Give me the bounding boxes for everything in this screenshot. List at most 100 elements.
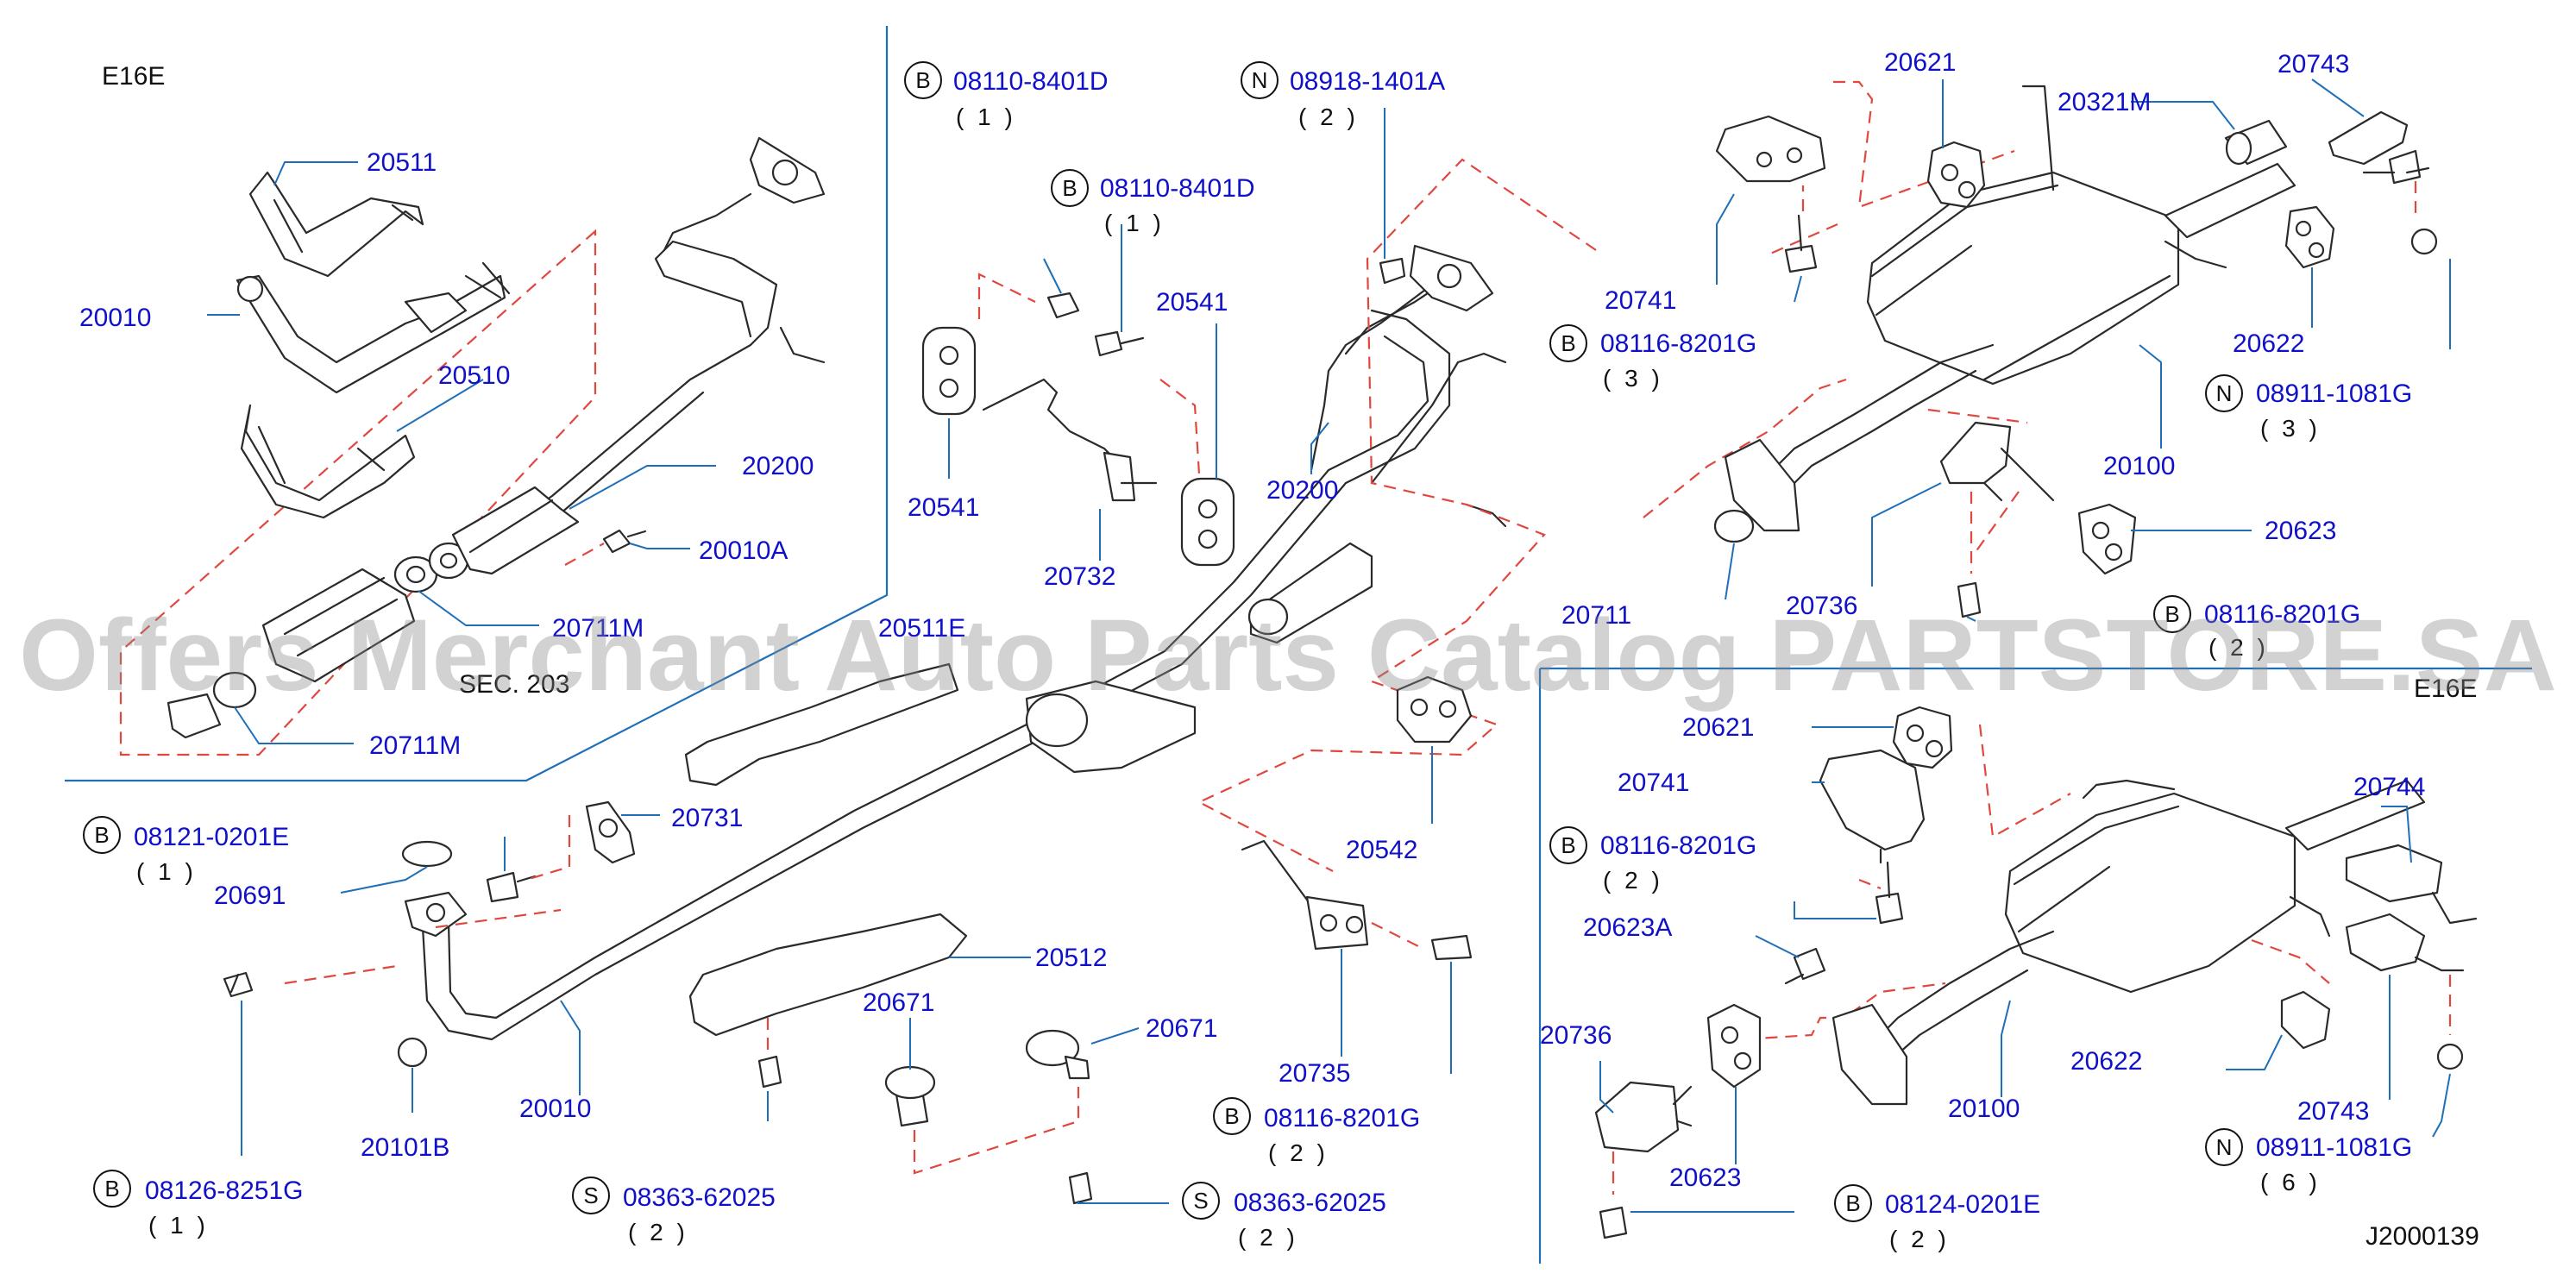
label-20711[interactable]: 20711: [1561, 601, 1631, 630]
engine-code-left: E16E: [102, 62, 165, 91]
label-20200-mid[interactable]: 20200: [1266, 476, 1338, 505]
muffler-20100-top: [1866, 171, 2180, 386]
label-20622-top[interactable]: 20622: [2233, 329, 2304, 358]
label-20100-top[interactable]: 20100: [2103, 452, 2175, 480]
label-20541-b[interactable]: 20541: [908, 493, 979, 522]
fastener-part-number: 08116-8201G: [1600, 831, 1756, 860]
fastener-quantity: ( 1 ): [148, 1212, 209, 1239]
label-20691[interactable]: 20691: [214, 882, 286, 910]
label-20510[interactable]: 20510: [438, 361, 510, 390]
label-20743-top[interactable]: 20743: [2278, 50, 2349, 78]
fastener-callout[interactable]: B 08121-0201E ( 1 ): [83, 816, 289, 885]
fastener-quantity: ( 2 ): [1298, 104, 1359, 130]
hanger-rubber-20541-a: [921, 326, 977, 416]
fastener-letter: N: [2216, 1134, 2233, 1160]
label-20623A[interactable]: 20623A: [1583, 913, 1672, 942]
label-20623-top[interactable]: 20623: [2265, 517, 2336, 545]
label-20621-top[interactable]: 20621: [1884, 48, 1956, 77]
fastener-callouts: B 08110-8401D ( 1 ) B 08110-8401D ( 1 ) …: [83, 61, 2412, 1252]
fastener-callout[interactable]: N 08918-1401A ( 2 ): [1241, 61, 1445, 130]
fastener-callout[interactable]: N 08911-1081G ( 3 ): [2205, 374, 2412, 442]
fastener-letter: N: [2216, 380, 2233, 406]
gasket-20711: [1713, 509, 1755, 543]
heat-shield-20510: [240, 404, 416, 519]
fastener-callout[interactable]: N 08911-1081G ( 6 ): [2205, 1128, 2412, 1195]
bracket-20741-bottom: [1819, 749, 1926, 851]
fastener-callout[interactable]: S 08363-62025 ( 2 ): [572, 1176, 776, 1245]
fastener-letter: B: [1561, 832, 1575, 858]
label-20671-b[interactable]: 20671: [1146, 1014, 1217, 1043]
fastener-letter: B: [1561, 330, 1575, 356]
label-20735[interactable]: 20735: [1279, 1059, 1350, 1088]
fastener-part-number: 08121-0201E: [134, 823, 289, 851]
fastener-quantity: ( 6 ): [2260, 1169, 2321, 1195]
watermark: Offers Merchant Auto Parts Catalog PARTS…: [19, 599, 2557, 712]
label-20511E[interactable]: 20511E: [878, 614, 965, 643]
label-20622-bottom[interactable]: 20622: [2070, 1047, 2142, 1076]
label-20671-a[interactable]: 20671: [863, 988, 934, 1017]
fastener-letter: B: [94, 822, 109, 848]
fastener-quantity: ( 1 ): [956, 104, 1016, 130]
fastener-letter: B: [2164, 601, 2179, 627]
label-20010-bottom[interactable]: 20010: [519, 1095, 591, 1123]
fastener-callout[interactable]: B 08110-8401D ( 1 ): [1051, 169, 1255, 236]
label-20711M-b[interactable]: 20711M: [369, 731, 461, 760]
fastener-callout[interactable]: B 08126-8251G ( 1 ): [93, 1170, 304, 1239]
section-frames: [65, 26, 2532, 1264]
label-20736-bottom[interactable]: 20736: [1540, 1021, 1612, 1050]
label-20512[interactable]: 20512: [1035, 944, 1107, 972]
label-20541-a[interactable]: 20541: [1156, 288, 1228, 317]
label-20743-bottom[interactable]: 20743: [2297, 1097, 2369, 1126]
bracket-20744: [2345, 844, 2443, 903]
fastener-callout[interactable]: S 08363-62025 ( 2 ): [1182, 1182, 1386, 1251]
fastener-quantity: ( 2 ): [1603, 867, 1663, 894]
rear-muffler-bottom-group: [1594, 706, 2478, 1239]
fastener-part-number: 08116-8201G: [1264, 1104, 1420, 1133]
bracket-20732: [982, 378, 1128, 493]
fastener-letter: S: [583, 1183, 598, 1208]
fastener-callout[interactable]: B 08116-8201G ( 2 ): [2153, 595, 2360, 661]
label-20741-bottom[interactable]: 20741: [1618, 769, 1689, 797]
bracket-20743-bottom: [2345, 913, 2426, 972]
label-20010-top[interactable]: 20010: [79, 304, 151, 332]
fastener-letter: N: [1252, 67, 1268, 93]
leader-lines: [207, 78, 2451, 1213]
label-20711M-a[interactable]: 20711M: [552, 614, 644, 643]
label-20731[interactable]: 20731: [671, 804, 743, 832]
fastener-part-number: 08110-8401D: [953, 67, 1109, 96]
hanger-rubber-20623-bottom: [1706, 1003, 1762, 1089]
fastener-letter: B: [1062, 175, 1077, 201]
label-20623-bottom[interactable]: 20623: [1669, 1164, 1741, 1192]
label-20736-top[interactable]: 20736: [1786, 592, 1857, 620]
fastener-part-number: 08918-1401A: [1290, 67, 1445, 96]
label-20101B[interactable]: 20101B: [361, 1133, 449, 1162]
label-20744[interactable]: 20744: [2353, 773, 2425, 801]
fastener-letter: S: [1193, 1188, 1208, 1214]
rear-muffler-top-group: [1643, 80, 2438, 618]
front-pipe-group: [119, 136, 826, 756]
label-20621-bottom[interactable]: 20621: [1682, 713, 1754, 742]
hanger-rubber-20623-top: [2077, 503, 2137, 575]
label-20542[interactable]: 20542: [1346, 836, 1417, 864]
label-20732[interactable]: 20732: [1044, 562, 1115, 591]
label-20321M[interactable]: 20321M: [2058, 88, 2151, 116]
fastener-callout[interactable]: B 08116-8201G ( 2 ): [1213, 1097, 1420, 1166]
fastener-quantity: ( 1 ): [1104, 210, 1165, 236]
fastener-quantity: ( 3 ): [2260, 415, 2321, 442]
hanger-rubber-20541-b: [1180, 477, 1235, 567]
fastener-quantity: ( 3 ): [1603, 365, 1663, 392]
label-20100-bottom[interactable]: 20100: [1948, 1095, 2020, 1123]
label-20010A[interactable]: 20010A: [699, 536, 788, 565]
fastener-letter: B: [915, 67, 930, 93]
center-tube-group: [223, 158, 1597, 1205]
label-20511[interactable]: 20511: [367, 148, 437, 177]
fastener-callout[interactable]: B 08110-8401D ( 1 ): [904, 61, 1109, 130]
label-20200-left[interactable]: 20200: [742, 452, 814, 480]
fastener-part-number: 08116-8201G: [1600, 329, 1756, 358]
fastener-callout[interactable]: B 08124-0201E ( 2 ): [1834, 1184, 2040, 1252]
engine-code-right: E16E: [2414, 675, 2477, 703]
label-20741-top[interactable]: 20741: [1605, 286, 1676, 315]
fastener-callout[interactable]: B 08116-8201G ( 3 ): [1549, 324, 1756, 392]
fastener-callout[interactable]: B 08116-8201G ( 2 ): [1549, 826, 1756, 894]
fastener-quantity: ( 1 ): [136, 858, 197, 885]
